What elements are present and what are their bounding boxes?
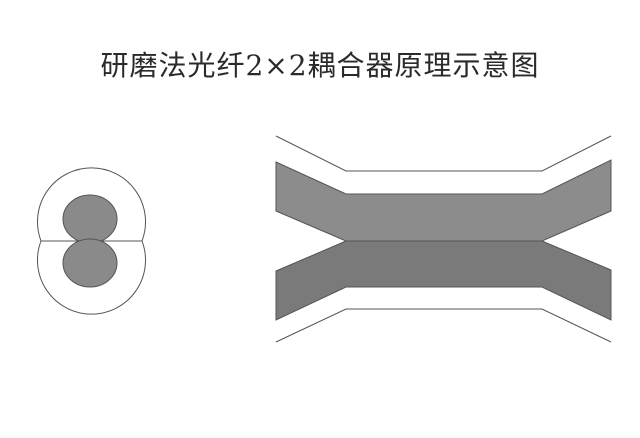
lower-fiber-core (62, 238, 118, 288)
diagram-title: 研磨法光纤2×2耦合器原理示意图 (100, 49, 540, 82)
lower-fiber-core-band (275, 240, 612, 321)
longitudinal-view (275, 135, 612, 343)
upper-cladding-edge (275, 135, 612, 172)
upper-fiber-core (62, 194, 118, 244)
lower-cladding-edge (275, 308, 612, 343)
cross-section-view (37, 167, 146, 315)
upper-fiber-core-band (275, 159, 612, 242)
